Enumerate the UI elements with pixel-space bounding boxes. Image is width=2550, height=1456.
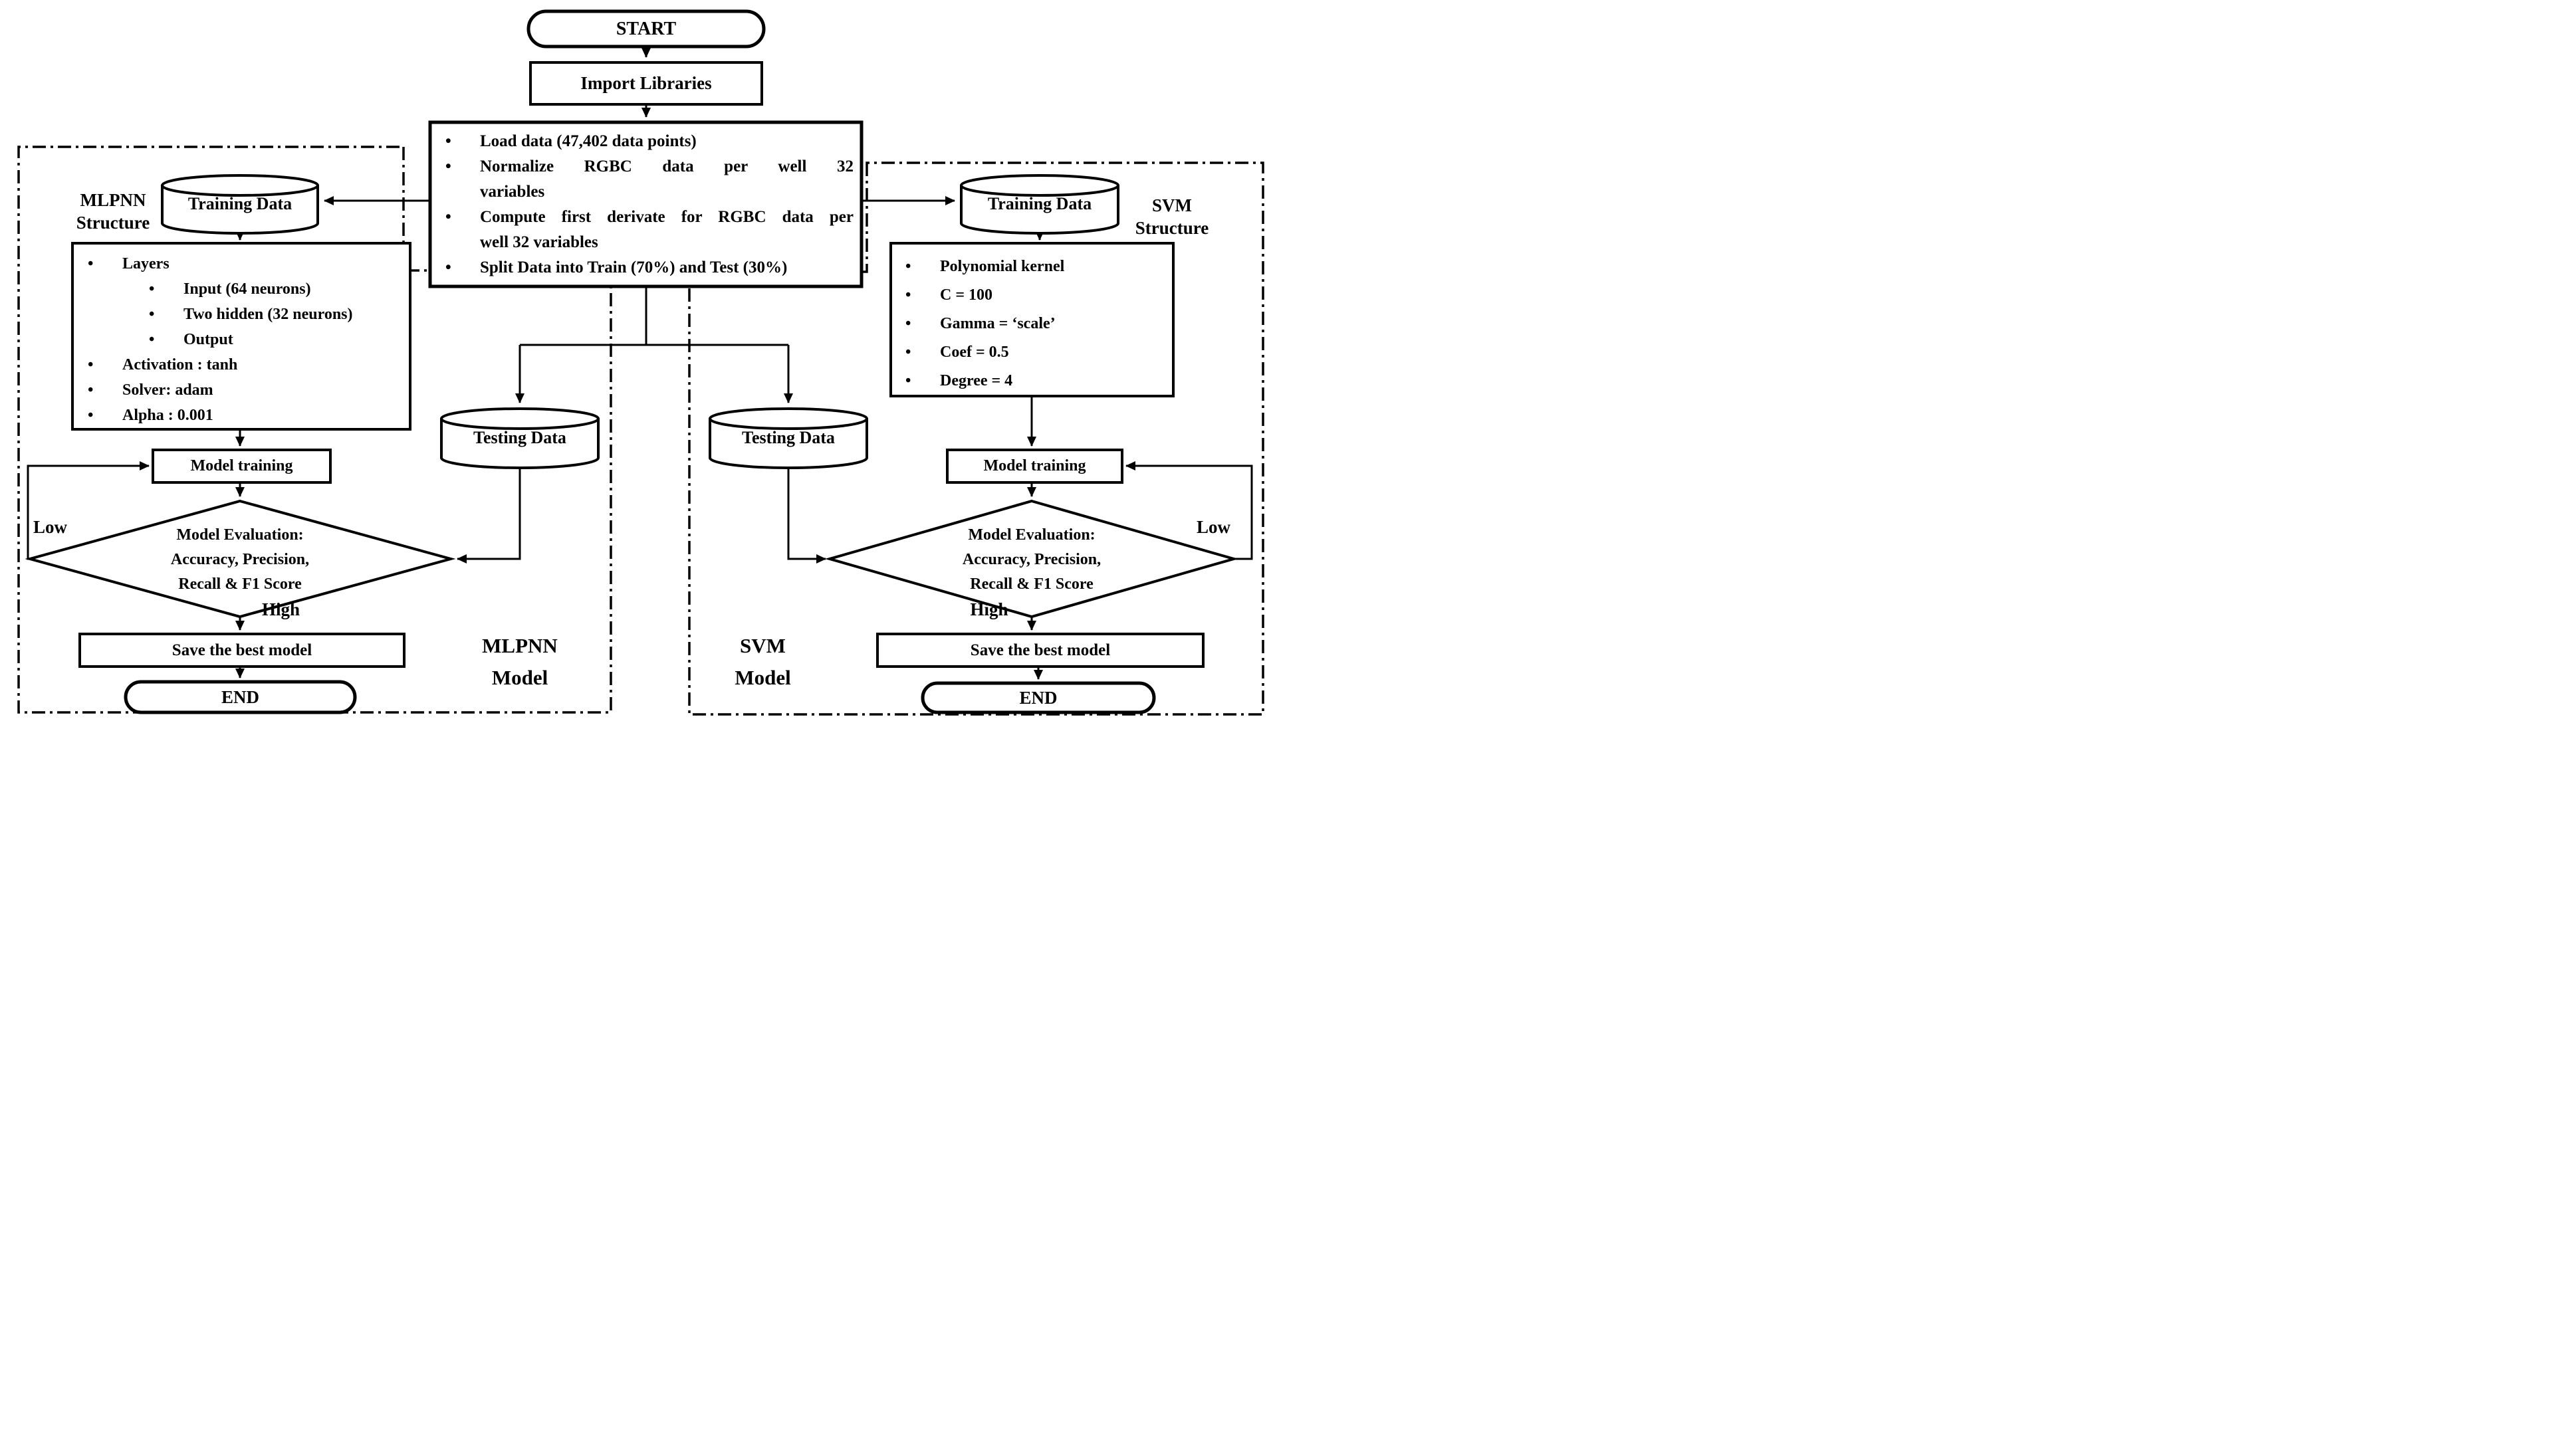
svm-param-item: Gamma = ‘scale’ bbox=[899, 310, 1166, 338]
bullet-icon bbox=[899, 338, 940, 367]
svm-params-list: Polynomial kernel C = 100 Gamma = ‘scale… bbox=[899, 253, 1166, 395]
low-label-right: Low bbox=[1196, 517, 1230, 537]
svm-param-item: C = 100 bbox=[899, 281, 1166, 310]
data-prep-item: Split Data into Train (70%) and Test (30… bbox=[439, 255, 854, 280]
arrow-testing-to-diamond-left bbox=[457, 468, 521, 564]
flowchart-canvas: START Import Libraries Load data (47,402… bbox=[0, 0, 1275, 728]
data-prep-box bbox=[428, 120, 864, 288]
mlpnn-structure-title: MLPNN Structure bbox=[76, 190, 150, 233]
bullet-icon bbox=[439, 129, 480, 154]
evaluation-diamond-left bbox=[25, 499, 456, 619]
data-prep-item-continuation: well 32 variables bbox=[480, 233, 598, 251]
low-label-left: Low bbox=[33, 517, 67, 537]
training-data-label-right: Training Data bbox=[987, 194, 1092, 213]
mlpnn-params-list: Layers Input (64 neurons) Two hidden (32… bbox=[81, 251, 403, 428]
bullet-icon bbox=[81, 403, 122, 428]
model-training-label-left: Model training bbox=[190, 457, 293, 474]
end-terminator-right bbox=[921, 681, 1156, 714]
model-training-label-right: Model training bbox=[983, 457, 1086, 474]
testing-data-cylinder-left bbox=[440, 407, 600, 469]
mlpnn-param-item: Layers bbox=[81, 251, 403, 276]
start-terminator bbox=[526, 9, 766, 49]
save-model-label-right: Save the best model bbox=[970, 641, 1111, 659]
import-libraries-box bbox=[529, 61, 763, 106]
mlpnn-panel-border bbox=[17, 146, 612, 714]
data-prep-item: Load data (47,402 data points) bbox=[439, 129, 854, 154]
svm-param-item: Degree = 4 bbox=[899, 367, 1166, 395]
training-data-label-left: Training Data bbox=[187, 194, 292, 213]
save-model-label-left: Save the best model bbox=[172, 641, 312, 659]
svm-panel-border bbox=[688, 161, 1264, 716]
end-terminator-left bbox=[124, 680, 357, 714]
mlpnn-model-title: MLPNN Model bbox=[482, 634, 558, 689]
model-training-box-left bbox=[152, 449, 332, 484]
mlpnn-param-item: Alpha : 0.001 bbox=[81, 403, 403, 428]
data-prep-item: Compute first derivate for RGBC data per bbox=[439, 205, 854, 230]
training-data-cylinder-left bbox=[161, 174, 319, 235]
save-model-box-left bbox=[78, 633, 406, 668]
split-connector bbox=[520, 286, 788, 346]
import-libraries-label: Import Libraries bbox=[580, 73, 712, 93]
bullet-icon bbox=[899, 281, 940, 310]
bullet-icon bbox=[899, 253, 940, 281]
bullet-icon bbox=[899, 367, 940, 395]
evaluation-text-left: Model Evaluation: Accuracy, Precision, R… bbox=[170, 526, 310, 593]
evaluation-text-right: Model Evaluation: Accuracy, Precision, R… bbox=[962, 526, 1101, 593]
evaluation-diamond-right bbox=[824, 499, 1239, 619]
arrow-testing-to-diamond-right bbox=[787, 468, 826, 564]
bullet-icon bbox=[81, 377, 122, 403]
svm-model-title: SVM Model bbox=[735, 634, 791, 689]
bullet-icon bbox=[439, 154, 480, 179]
end-label-right: END bbox=[1019, 688, 1058, 708]
start-label: START bbox=[616, 19, 677, 39]
data-prep-item: Normalize RGBC data per well 32 bbox=[439, 154, 854, 179]
svm-param-item: Coef = 0.5 bbox=[899, 338, 1166, 367]
bullet-icon bbox=[439, 255, 480, 280]
bullet-icon bbox=[81, 352, 122, 377]
save-model-box-right bbox=[876, 633, 1205, 668]
mlpnn-param-subitem: Output bbox=[81, 327, 403, 352]
bullet-icon bbox=[142, 302, 183, 327]
data-prep-list: Load data (47,402 data points) Normalize… bbox=[439, 129, 854, 280]
mlpnn-params-box bbox=[71, 242, 411, 431]
svm-param-item: Polynomial kernel bbox=[899, 253, 1166, 281]
mlpnn-param-item: Solver: adam bbox=[81, 377, 403, 403]
bullet-icon bbox=[81, 251, 122, 276]
high-label-right: High bbox=[970, 599, 1008, 619]
testing-data-cylinder-right bbox=[709, 407, 868, 469]
training-data-cylinder-right bbox=[960, 174, 1119, 235]
bullet-icon bbox=[899, 310, 940, 338]
low-loop-right bbox=[1125, 461, 1253, 560]
bullet-icon bbox=[142, 276, 183, 302]
testing-data-label-right: Testing Data bbox=[742, 428, 835, 447]
mlpnn-param-subitem: Two hidden (32 neurons) bbox=[81, 302, 403, 327]
testing-data-label-left: Testing Data bbox=[473, 428, 566, 447]
data-prep-item-continuation: variables bbox=[480, 183, 545, 201]
model-training-box-right bbox=[946, 449, 1123, 484]
end-label-left: END bbox=[221, 687, 259, 707]
svm-structure-title: SVM Structure bbox=[1135, 195, 1209, 238]
high-label-left: High bbox=[261, 599, 300, 619]
flowchart-shapes-layer bbox=[17, 9, 1264, 716]
bullet-icon bbox=[439, 205, 480, 230]
bullet-icon bbox=[142, 327, 183, 352]
mlpnn-param-subitem: Input (64 neurons) bbox=[81, 276, 403, 302]
mlpnn-param-item: Activation : tanh bbox=[81, 352, 403, 377]
